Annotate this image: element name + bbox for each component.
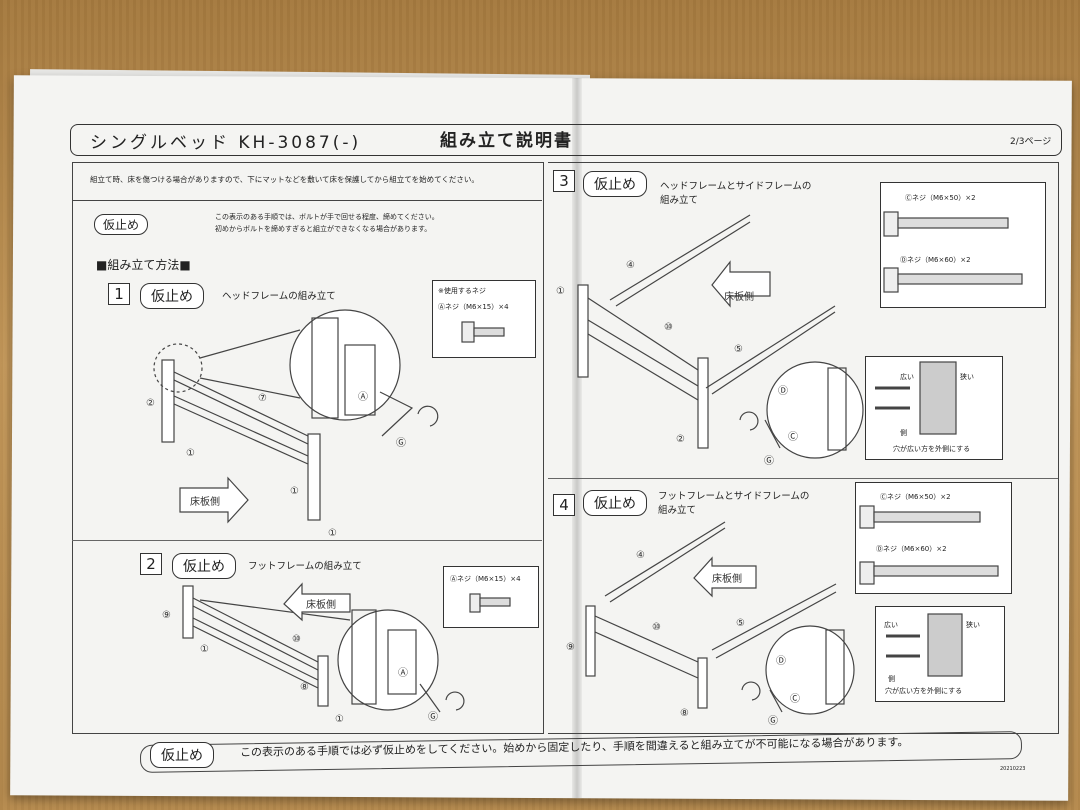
svg-text:Ⓓ: Ⓓ xyxy=(778,385,788,397)
screw-spec: Ⓐネジ（M6×15）×4 xyxy=(438,303,509,311)
svg-text:①: ① xyxy=(335,714,344,725)
svg-text:床板側: 床板側 xyxy=(306,598,336,611)
step-title-2: 組み立て xyxy=(660,195,699,206)
svg-text:Ⓐ: Ⓐ xyxy=(358,391,368,403)
svg-text:②: ② xyxy=(676,434,685,445)
svg-text:Ⓖ: Ⓖ xyxy=(764,455,774,467)
side-label: 側 xyxy=(888,675,895,683)
svg-text:①: ① xyxy=(200,644,209,655)
svg-text:Ⓒ: Ⓒ xyxy=(788,431,798,443)
right-panel xyxy=(548,162,1059,734)
svg-text:床板側: 床板側 xyxy=(724,290,754,303)
step-title-2: 組み立て xyxy=(658,505,697,516)
step-title: ヘッドフレームの組み立て xyxy=(222,291,336,302)
left-panel xyxy=(72,162,544,734)
step-number: 3 xyxy=(553,170,575,192)
svg-text:Ⓓ: Ⓓ xyxy=(776,655,786,667)
floor-side-arrow xyxy=(693,556,757,598)
side-frame-drawing xyxy=(577,214,864,459)
foot-frame-drawing xyxy=(182,585,465,713)
svg-text:床板側: 床板側 xyxy=(712,572,742,585)
svg-text:Ⓐ: Ⓐ xyxy=(398,667,408,679)
svg-text:Ⓒ: Ⓒ xyxy=(790,693,800,705)
narrow-label: 狭い xyxy=(966,621,980,629)
foot-side-frame-drawing xyxy=(585,521,855,715)
narrow-label: 狭い xyxy=(960,373,974,381)
hole-note: 穴が広い方を外側にする xyxy=(893,445,971,453)
document-title: 組み立て説明書 xyxy=(440,131,573,151)
svg-text:①: ① xyxy=(556,286,565,297)
svg-text:Ⓖ: Ⓖ xyxy=(768,715,778,727)
svg-text:⑩: ⑩ xyxy=(292,634,301,645)
floor-side-arrow xyxy=(283,582,351,622)
caution-text: 組立て時、床を傷つける場合がありますので、下にマットなどを敷いて床を保護してから… xyxy=(90,175,479,184)
svg-text:Ⓖ: Ⓖ xyxy=(428,711,438,723)
svg-text:①: ① xyxy=(186,448,195,459)
floor-side-arrow xyxy=(711,260,771,308)
step-title: フットフレームとサイドフレームの xyxy=(658,491,810,502)
step-number: 2 xyxy=(140,553,162,575)
svg-text:⑩: ⑩ xyxy=(664,322,673,333)
svg-text:⑤: ⑤ xyxy=(736,618,745,629)
step-number: 1 xyxy=(108,283,130,305)
svg-text:④: ④ xyxy=(626,260,635,271)
wide-label: 広い xyxy=(900,373,914,381)
svg-text:②: ② xyxy=(146,398,155,409)
legend-tag: 仮止め xyxy=(94,214,149,235)
svg-text:⑨: ⑨ xyxy=(566,642,575,653)
svg-text:⑩: ⑩ xyxy=(652,622,661,633)
step-tag: 仮止め xyxy=(583,171,647,197)
step-separator xyxy=(548,478,1058,479)
hole-note: 穴が広い方を外側にする xyxy=(885,687,963,695)
svg-text:⑨: ⑨ xyxy=(162,610,171,621)
page-number: 2/3ページ xyxy=(1010,137,1052,147)
footer-tag: 仮止め xyxy=(150,742,214,768)
screw-c-spec: Ⓒネジ（M6×50）×2 xyxy=(905,194,976,202)
screw-heading: ※使用するネジ xyxy=(438,287,486,295)
method-heading: ■組み立て方法■ xyxy=(96,258,191,272)
screw-box xyxy=(443,566,539,628)
legend-line-1: この表示のある手順では、ボルトが手で回せる程度、締めてください。 xyxy=(215,213,439,221)
side-label: 側 xyxy=(900,429,907,437)
head-frame-drawing xyxy=(153,309,439,521)
svg-text:①: ① xyxy=(290,486,299,497)
floor-side-arrow xyxy=(179,476,249,524)
screw-c-spec: Ⓒネジ（M6×50）×2 xyxy=(880,493,951,501)
step-number: 4 xyxy=(553,494,575,516)
svg-text:⑦: ⑦ xyxy=(258,393,267,404)
product-title: シングルベッド KH-3087(-) xyxy=(90,133,362,153)
wide-label: 広い xyxy=(884,621,898,629)
screw-box xyxy=(880,182,1046,308)
svg-text:④: ④ xyxy=(636,550,645,561)
header-frame xyxy=(70,124,1062,156)
screw-d-spec: Ⓓネジ（M6×60）×2 xyxy=(876,545,947,553)
step-tag: 仮止め xyxy=(140,283,204,309)
legend-line-2: 初めからボルトを締めすぎると組立ができなくなる場合があります。 xyxy=(215,225,432,233)
step-tag: 仮止め xyxy=(172,553,236,579)
document-code: 20210223 xyxy=(1000,766,1026,772)
screw-spec: Ⓐネジ（M6×15）×4 xyxy=(450,575,521,583)
screw-d-spec: Ⓓネジ（M6×60）×2 xyxy=(900,256,971,264)
svg-text:⑧: ⑧ xyxy=(680,708,689,719)
svg-text:Ⓖ: Ⓖ xyxy=(396,437,406,449)
step-tag: 仮止め xyxy=(583,490,647,516)
svg-text:床板側: 床板側 xyxy=(190,495,220,508)
caution-row xyxy=(72,162,542,201)
svg-text:⑤: ⑤ xyxy=(734,344,743,355)
step-separator xyxy=(72,540,542,541)
step-title: フットフレームの組み立て xyxy=(248,561,362,572)
step-title: ヘッドフレームとサイドフレームの xyxy=(660,181,812,192)
svg-text:⑧: ⑧ xyxy=(300,682,309,693)
screw-box xyxy=(432,280,536,358)
svg-text:①: ① xyxy=(328,528,337,539)
paper-fold xyxy=(572,78,582,798)
